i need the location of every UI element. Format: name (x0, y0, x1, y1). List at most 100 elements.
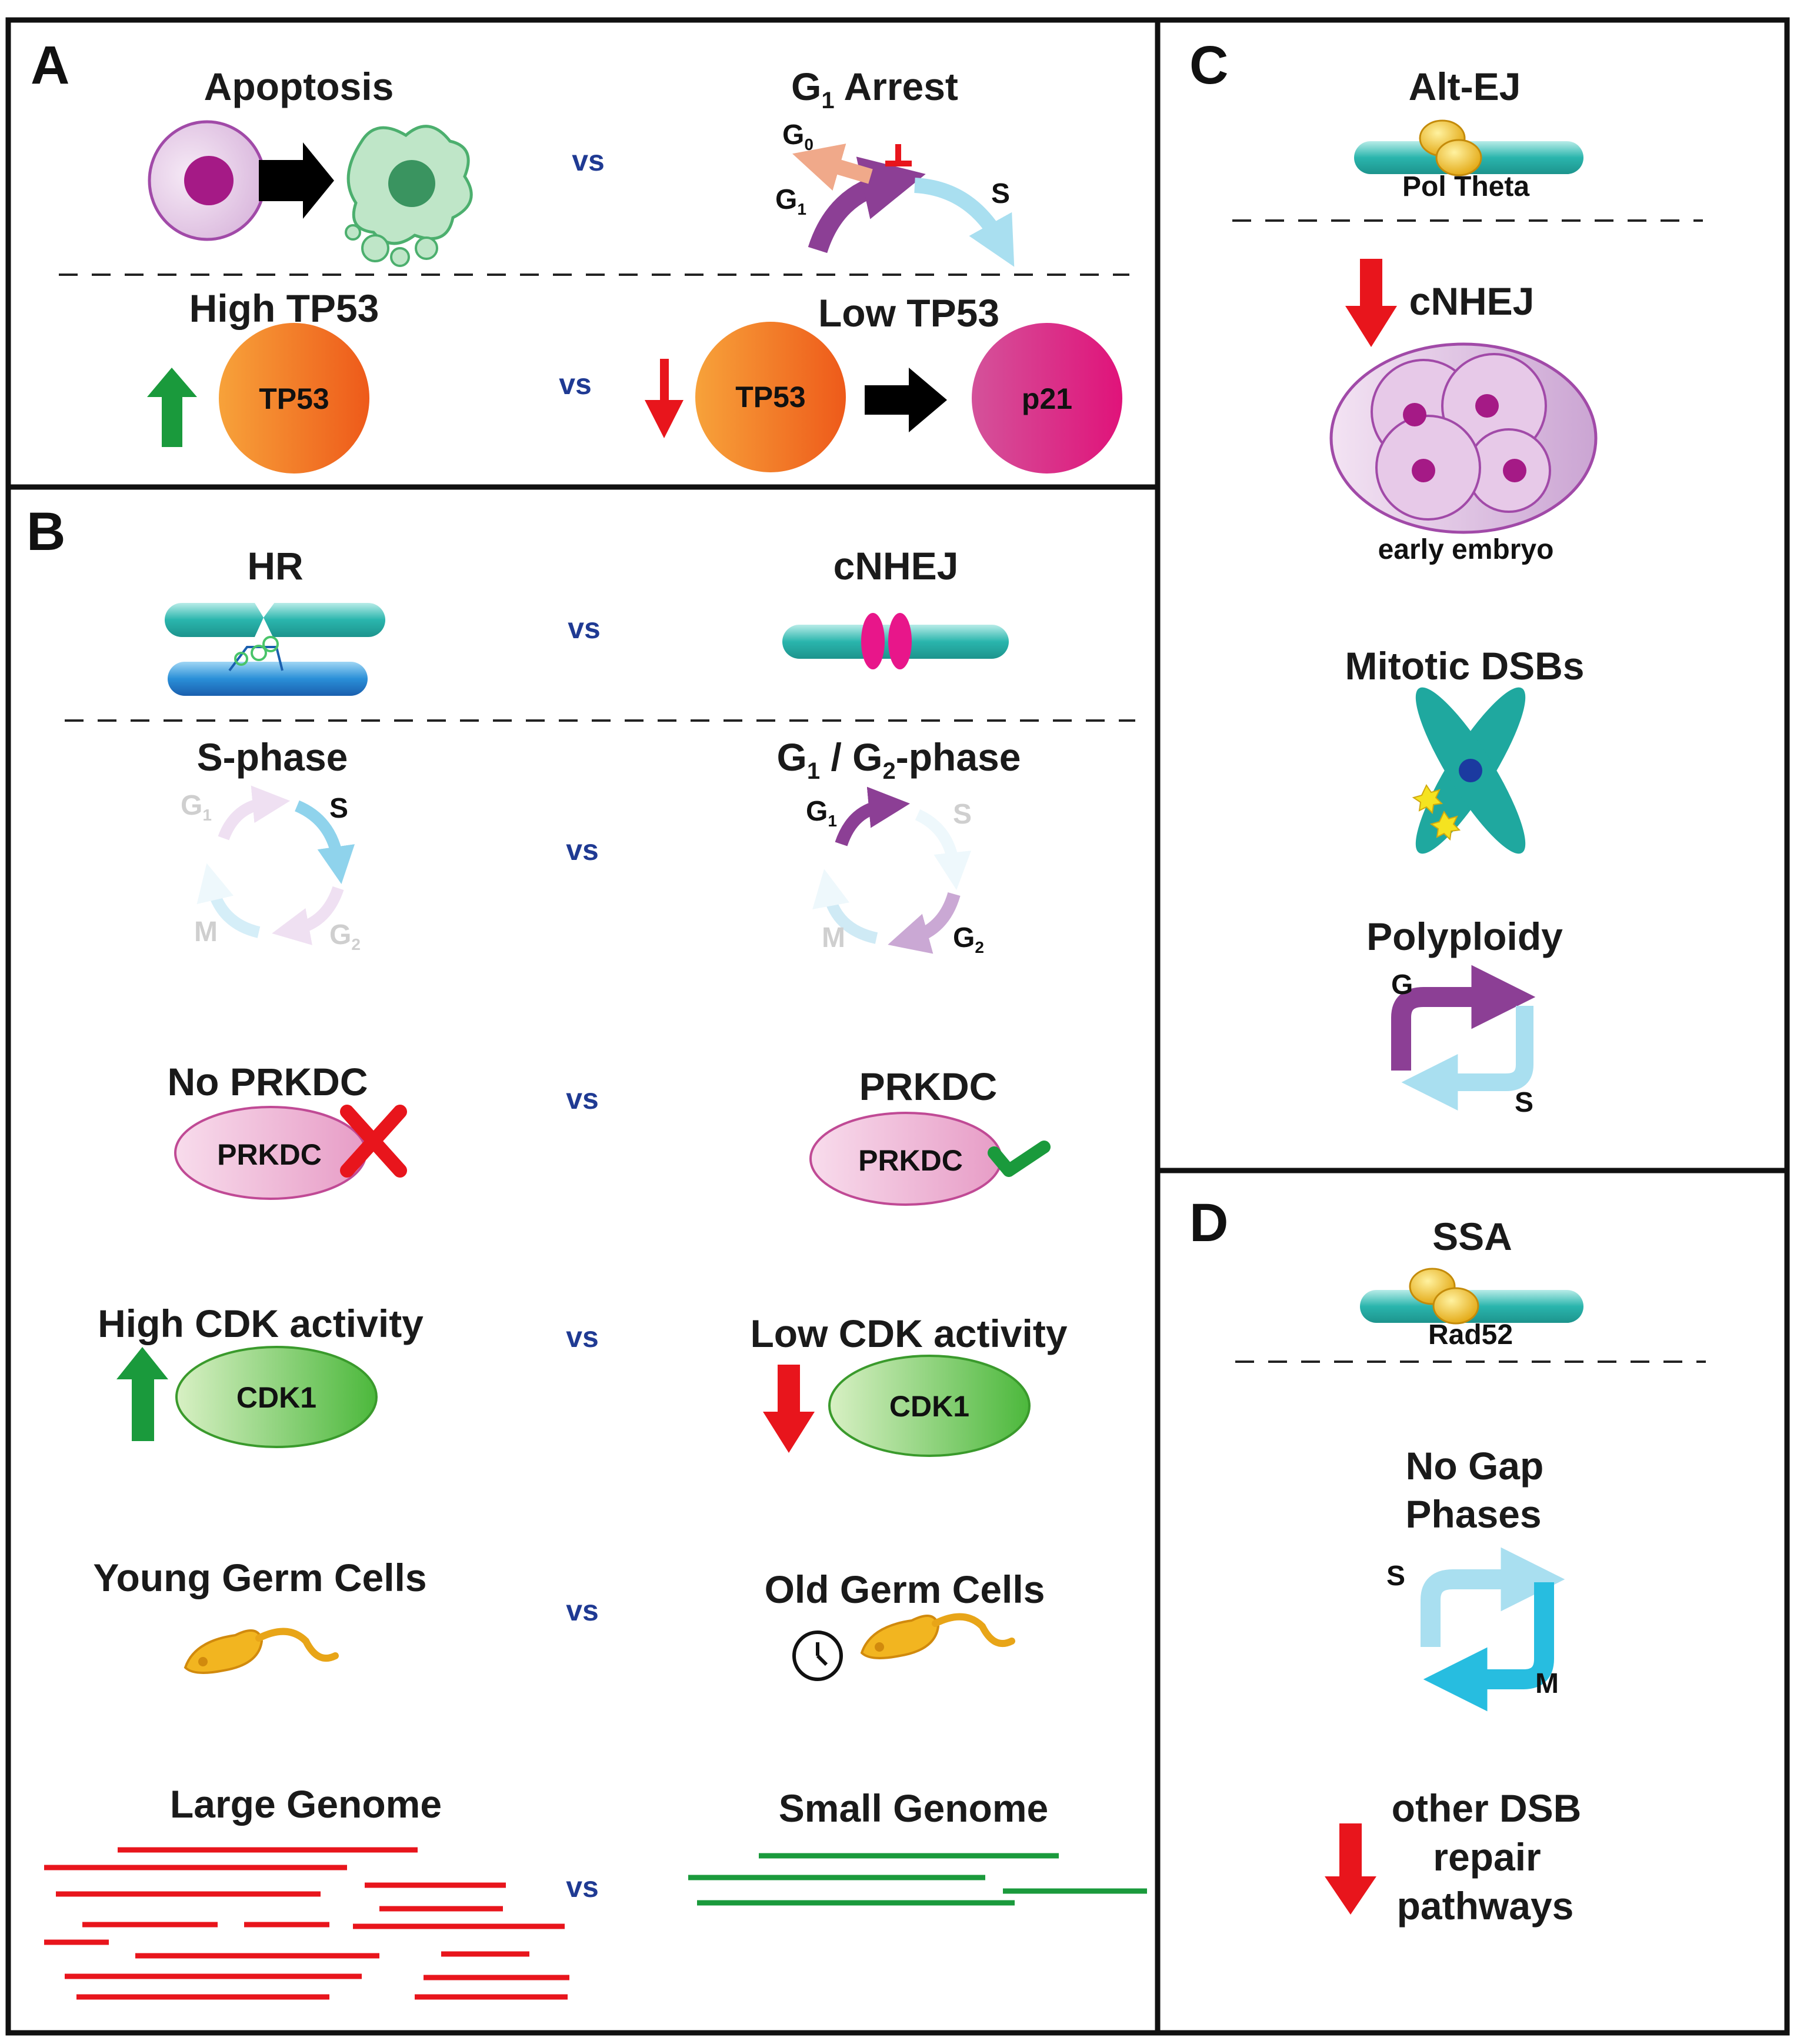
high-tp53-label: High TP53 (189, 286, 379, 330)
no-gap-label-1: No Gap (1406, 1444, 1544, 1488)
cdk1-text-low: CDK1 (889, 1390, 969, 1423)
cdk1-text-high: CDK1 (236, 1381, 316, 1414)
panel-borders (5, 17, 1790, 2036)
panel-c: C Alt-EJ Pol Theta cNHEJ early embryo Mi… (1189, 35, 1703, 1118)
no-prkdc-label: No PRKDC (168, 1060, 368, 1103)
g-cycle-g2-label: G2 (953, 922, 984, 956)
mitotic-chromosome-icon (1412, 687, 1526, 854)
g-cycle-m-label: M (822, 922, 845, 953)
cdk1-protein-high (175, 1346, 378, 1448)
vs-b4: vs (566, 1321, 599, 1353)
high-cdk-label: High CDK activity (98, 1302, 424, 1345)
no-gap-label-2: Phases (1405, 1492, 1541, 1536)
vs-b5: vs (566, 1594, 599, 1627)
low-cdk-label: Low CDK activity (750, 1312, 1067, 1355)
g1-g2-phase-label: G1 / G2-phase (777, 735, 1021, 784)
cnhej-title: cNHEJ (834, 544, 959, 588)
old-germ-label: Old Germ Cells (765, 1568, 1045, 1611)
polyploidy-label: Polyploidy (1366, 915, 1563, 958)
down-arrow-icon (645, 359, 684, 438)
g0-label: G0 (782, 119, 814, 154)
other-dsb-label-2: repair (1433, 1835, 1541, 1879)
panel-c-letter: C (1189, 35, 1228, 95)
prkdc-text-absent: PRKDC (217, 1138, 322, 1171)
g1-arrest-title: G1 Arrest (791, 65, 958, 114)
healthy-cell-icon (148, 120, 266, 241)
tp53-protein-high (219, 323, 369, 474)
clock-icon (792, 1630, 843, 1681)
vs-b6: vs (566, 1870, 599, 1903)
c-down-arrow-icon (1345, 259, 1397, 347)
vs-b2: vs (566, 833, 599, 866)
young-sperm-icon (184, 1628, 339, 1674)
cnhej-chromosome-icon (782, 613, 1009, 669)
vs-b1: vs (568, 612, 601, 645)
other-dsb-label-1: other DSB (1392, 1786, 1582, 1830)
old-sperm-icon (860, 1613, 1015, 1659)
cdk-down-arrow-icon (763, 1365, 815, 1453)
tp53-label-low: TP53 (735, 381, 806, 414)
pol-theta-chromosome-icon (1354, 119, 1583, 176)
g-cycle-g1-label: G1 (806, 796, 837, 830)
p21-protein (972, 323, 1122, 474)
s-cycle-m-label: M (194, 916, 218, 948)
prkdc-label: PRKDC (859, 1065, 998, 1108)
s-label: S (991, 178, 1010, 209)
low-tp53-label: Low TP53 (818, 291, 999, 335)
panel-d-letter: D (1189, 1193, 1228, 1253)
vs-b3: vs (566, 1082, 599, 1115)
panel-b: B HR cNHEJ vs S-phase G1 / G2-phase vs (26, 502, 1147, 2000)
c-cnhej-label: cNHEJ (1409, 279, 1535, 323)
cdk1-protein-low (828, 1355, 1031, 1457)
small-genome-label: Small Genome (779, 1786, 1049, 1830)
no-gap-s-label: S (1386, 1560, 1405, 1592)
cdk-up-arrow-icon (116, 1347, 168, 1441)
s-phase-cycle-diagram: G1 S M G2 (181, 785, 361, 953)
alt-ej-title: Alt-EJ (1409, 65, 1521, 108)
young-germ-label: Young Germ Cells (93, 1556, 426, 1599)
s-cycle-s-label: S (329, 793, 348, 824)
mitotic-dsbs-label: Mitotic DSBs (1345, 644, 1584, 688)
tp53-label-high: TP53 (259, 382, 329, 415)
rad52-label: Rad52 (1428, 1319, 1513, 1351)
vs-a1: vs (572, 144, 605, 177)
early-embryo-label: early embryo (1378, 534, 1554, 565)
d-down-arrow-icon (1325, 1823, 1376, 1915)
g1-g2-cycle-diagram: G1 S M G2 (806, 786, 984, 956)
g1-arrest-cycle-diagram: G0 G1 S (775, 119, 1015, 267)
prkdc-text-present: PRKDC (858, 1144, 963, 1177)
apoptosis-title: Apoptosis (204, 65, 394, 108)
p21-label: p21 (1022, 382, 1072, 415)
green-check-icon (988, 1141, 1051, 1177)
panel-a-letter: A (31, 35, 69, 95)
early-embryo-icon (1329, 342, 1598, 534)
panel-d: D SSA Rad52 No Gap Phases S M other DSB … (1189, 1193, 1706, 1928)
panel-b-letter: B (26, 502, 65, 562)
polyploidy-g-label: G (1391, 969, 1413, 1001)
hr-title: HR (247, 544, 303, 588)
black-arrow-icon-2 (865, 368, 947, 432)
tp53-protein-low (695, 322, 846, 472)
ssa-title: SSA (1432, 1215, 1512, 1258)
s-cycle-g1-label: G1 (181, 790, 212, 824)
g-cycle-s-label: S (953, 799, 972, 830)
g1-label: G1 (775, 184, 806, 218)
rad52-chromosome-icon (1360, 1268, 1583, 1325)
no-gap-m-label: M (1535, 1668, 1559, 1699)
red-x-icon (340, 1105, 407, 1178)
polyploidy-s-label: S (1515, 1087, 1533, 1118)
s-phase-label: S-phase (197, 735, 348, 779)
large-genome-lines (44, 1847, 569, 2000)
large-genome-label: Large Genome (170, 1782, 442, 1826)
small-genome-lines (688, 1853, 1147, 1906)
other-dsb-label-3: pathways (1397, 1884, 1574, 1928)
vs-a2: vs (559, 368, 592, 401)
panel-a: A Apoptosis G1 Arrest vs G0 G1 S (31, 35, 1129, 474)
polyploidy-cycle-diagram: G S (1391, 965, 1536, 1118)
hr-chromosome-icon (165, 600, 385, 696)
apoptotic-cell-icon (345, 125, 473, 267)
s-cycle-g2-label: G2 (329, 919, 361, 953)
up-arrow-icon (147, 368, 197, 447)
